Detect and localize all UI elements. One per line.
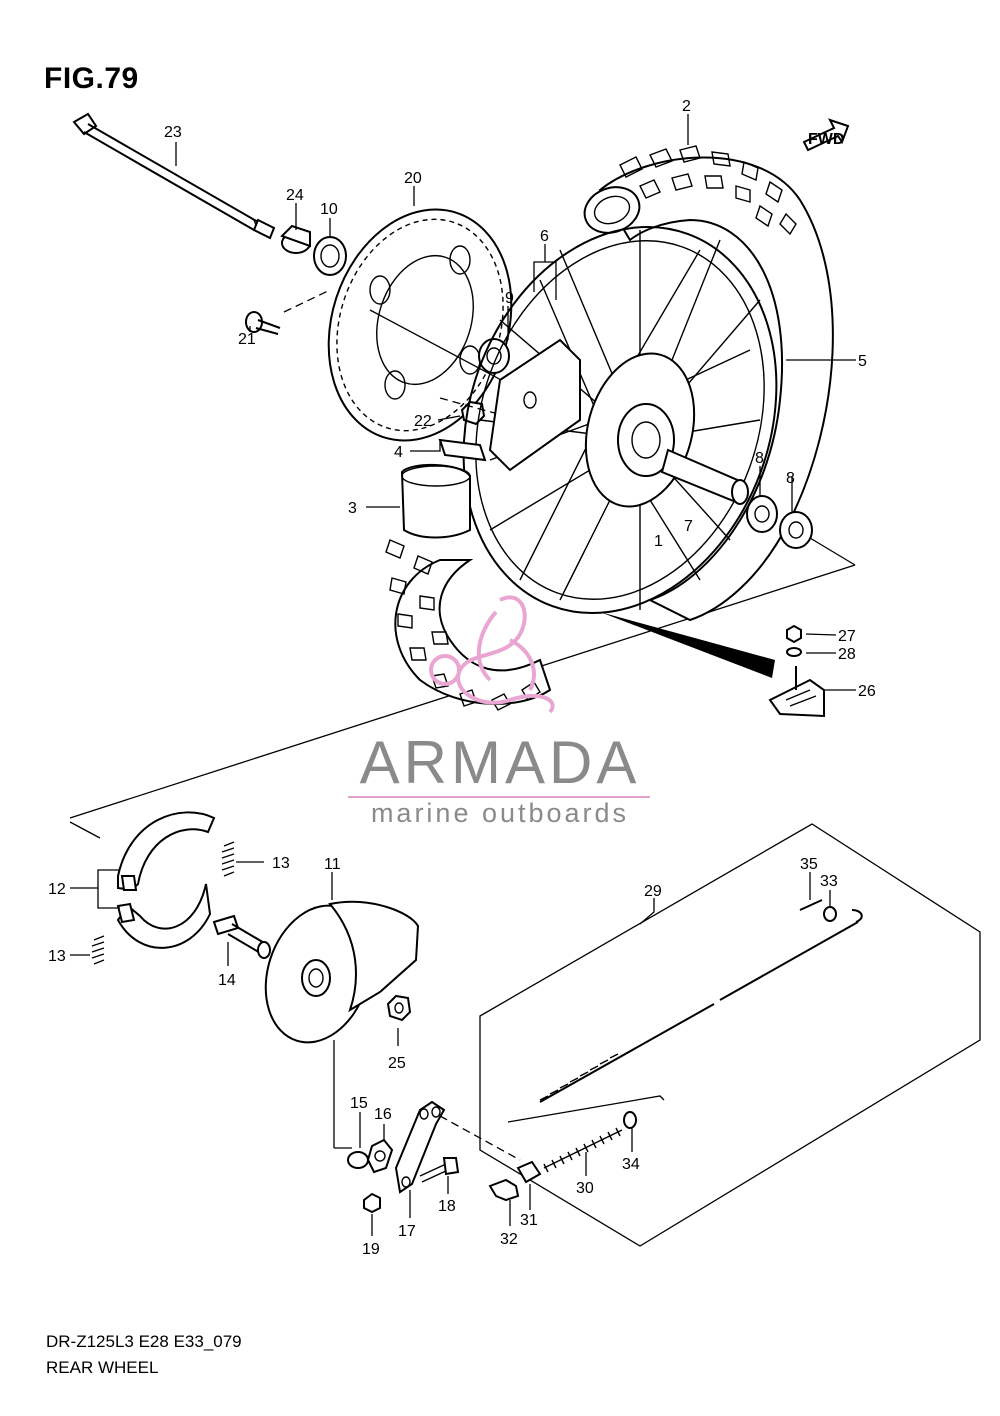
callout-2: 2 xyxy=(682,98,691,115)
callout-27: 27 xyxy=(838,628,856,645)
callout-31: 31 xyxy=(520,1212,538,1229)
callout-13b: 13 xyxy=(48,948,66,965)
callout-30: 30 xyxy=(576,1180,594,1197)
pointer-wedge xyxy=(600,612,775,678)
cotter-pin-part xyxy=(799,899,823,911)
callout-13a: 13 xyxy=(272,855,290,872)
callout-10: 10 xyxy=(320,201,338,218)
rod-joint-part xyxy=(516,1160,542,1184)
brake-shoe-part xyxy=(117,811,216,892)
brake-rod-box xyxy=(479,823,981,1247)
callout-21: 21 xyxy=(238,331,256,348)
assembly-line xyxy=(283,289,331,313)
callout-7: 7 xyxy=(684,518,693,535)
brake-lever-part xyxy=(394,1100,446,1194)
callout-18: 18 xyxy=(438,1198,456,1215)
assembly-line xyxy=(369,309,521,391)
axle-nut-part xyxy=(386,994,412,1022)
callout-5: 5 xyxy=(858,353,867,370)
callout-8b: 8 xyxy=(786,470,795,487)
callout-3: 3 xyxy=(348,500,357,517)
pin-washer-part xyxy=(823,906,837,922)
callout-14: 14 xyxy=(218,972,236,989)
outline-edge xyxy=(809,537,856,566)
callout-28: 28 xyxy=(838,646,856,663)
rim-band-part xyxy=(400,463,471,539)
watermark-brand: ARMADA xyxy=(359,729,641,796)
wheel-bearing-part xyxy=(746,495,778,533)
callout-35: 35 xyxy=(800,856,818,873)
callout-4: 4 xyxy=(394,444,403,461)
callout-11: 11 xyxy=(324,856,341,873)
brake-panel-part xyxy=(264,900,420,1044)
break-line xyxy=(507,1095,665,1123)
callout-17: 17 xyxy=(398,1223,416,1240)
callout-33: 33 xyxy=(820,873,838,890)
axle-part xyxy=(72,112,276,240)
watermark-divider xyxy=(348,796,650,798)
callout-24: 24 xyxy=(286,187,304,204)
oil-seal-part xyxy=(313,236,347,276)
callout-16: 16 xyxy=(374,1106,392,1123)
return-spring-part xyxy=(543,1127,623,1173)
lever-bolt-part xyxy=(419,1157,460,1183)
callout-32: 32 xyxy=(500,1231,518,1248)
shoe-spring-part xyxy=(91,935,105,965)
callout-20: 20 xyxy=(404,170,422,187)
callout-23: 23 xyxy=(164,124,182,141)
fwd-tag: FWD xyxy=(808,131,844,148)
wheel-hub-part xyxy=(584,352,749,508)
callout-labels: 1 2 3 4 5 6 7 8 8 9 10 11 12 13 13 14 15… xyxy=(48,98,876,1258)
brake-cam-part xyxy=(212,914,271,959)
lever-nut-part xyxy=(363,1192,381,1214)
watermark-logo-icon xyxy=(429,595,555,714)
figure-title: FIG.79 xyxy=(44,62,139,95)
callout-19: 19 xyxy=(362,1241,380,1258)
callout-15: 15 xyxy=(350,1095,368,1112)
section-name: REAR WHEEL xyxy=(46,1358,159,1377)
callout-29: 29 xyxy=(644,883,662,900)
o-ring-part xyxy=(347,1151,369,1169)
model-code: DR-Z125L3 E28 E33_079 xyxy=(46,1332,242,1351)
callout-9: 9 xyxy=(505,290,514,307)
brake-shoe-part xyxy=(116,883,212,949)
callout-6: 6 xyxy=(540,228,549,245)
brake-drum-panel-part xyxy=(438,338,581,472)
watermark-tagline: marine outboards xyxy=(370,798,630,828)
wheel-rim-part xyxy=(462,225,778,615)
leader-lines xyxy=(70,114,856,1236)
brake-rod-part xyxy=(539,909,863,1103)
rim-lock-part xyxy=(768,624,825,718)
wheel-bearing-part xyxy=(779,511,813,549)
forward-direction-arrow: FWD xyxy=(802,118,850,152)
callout-34: 34 xyxy=(622,1156,640,1173)
rod-washer-part xyxy=(623,1111,637,1129)
callout-22: 22 xyxy=(414,413,432,430)
callout-26: 26 xyxy=(858,683,876,700)
shoe-spring-part xyxy=(221,841,235,877)
callout-8a: 8 xyxy=(755,450,764,467)
outline-edge xyxy=(69,821,101,839)
indicator-plate-part xyxy=(366,1138,394,1174)
callout-1: 1 xyxy=(654,533,663,550)
spacer-part xyxy=(280,224,311,254)
callout-12: 12 xyxy=(48,881,66,898)
callout-25: 25 xyxy=(388,1055,406,1072)
wing-nut-part xyxy=(488,1178,520,1202)
